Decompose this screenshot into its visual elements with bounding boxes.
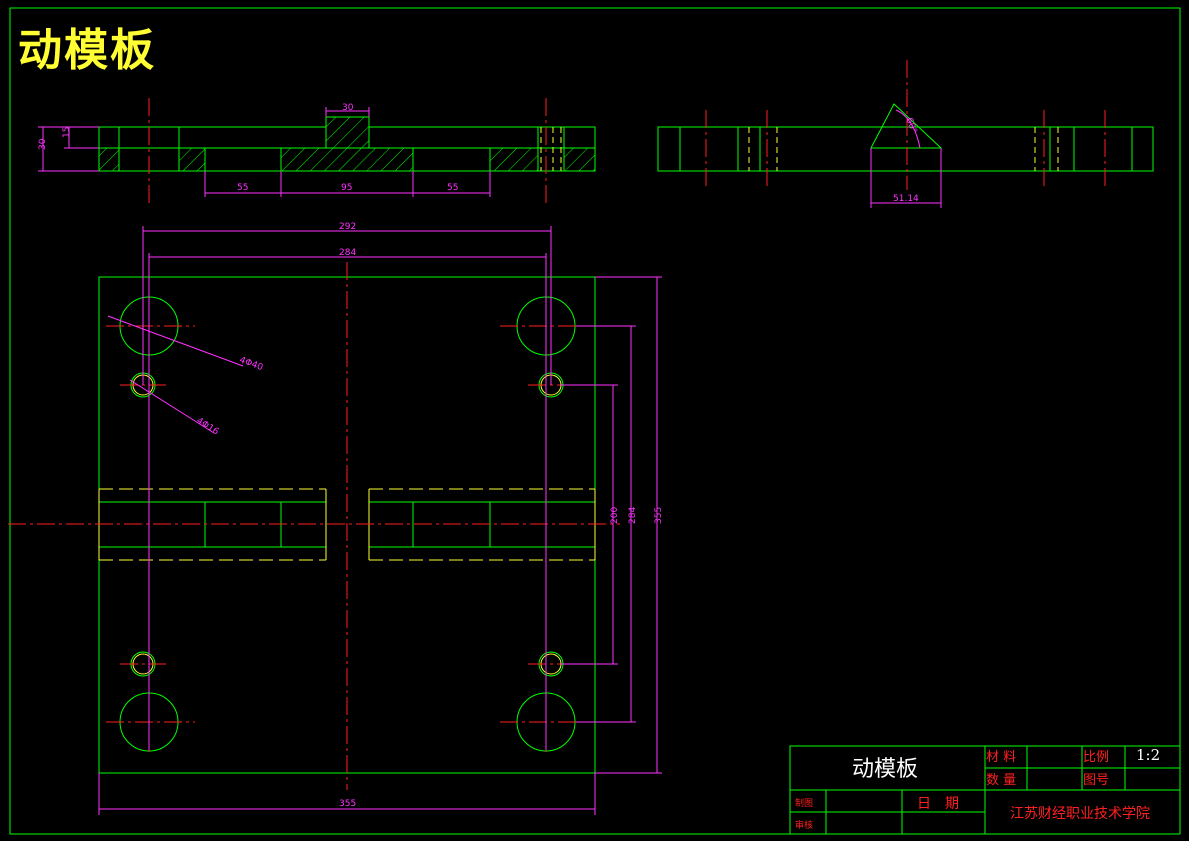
dim-side-width: 51.14	[893, 194, 919, 204]
dim-seg-right: 55	[447, 183, 458, 193]
dim-hole-large: 4Φ40	[238, 355, 264, 373]
side-dimensions	[870, 109, 942, 208]
dim-seg-left: 55	[237, 183, 248, 193]
dim-v-outer: 355	[654, 507, 664, 524]
front-centerlines	[148, 98, 547, 205]
drawing-border	[9, 7, 1181, 835]
plan-centerlines	[8, 262, 620, 790]
tb-scale-label: 比例	[1083, 750, 1109, 765]
front-section-view	[98, 116, 596, 172]
dim-top-width: 30	[342, 103, 354, 113]
tb-drawing-no-label: 图号	[1083, 773, 1109, 788]
plan-slot-edges	[98, 488, 596, 561]
tb-date-label: 日 期	[917, 796, 959, 812]
dim-v-mid: 284	[628, 507, 638, 524]
tb-drafted-label: 制图	[795, 797, 813, 809]
tb-quantity-label: 数 量	[986, 773, 1016, 788]
plan-dimensions	[98, 226, 662, 815]
dim-v-inner: 200	[610, 507, 620, 524]
dim-h-outer: 355	[339, 799, 356, 809]
side-hidden-lines	[748, 127, 1059, 171]
tb-part-name: 动模板	[852, 757, 918, 782]
front-hidden-lines	[540, 127, 562, 171]
title-block	[789, 745, 1181, 835]
front-dimensions	[38, 107, 491, 197]
dim-height-step: 15	[62, 127, 72, 138]
drawing-title: 动模板	[18, 25, 156, 76]
dim-height-total: 30	[38, 138, 48, 150]
dim-pitch-inner: 284	[339, 248, 356, 258]
side-centerlines	[705, 60, 1106, 190]
side-view	[657, 103, 1154, 172]
dim-seg-mid: 95	[341, 183, 352, 193]
dim-pitch-outer: 292	[339, 222, 356, 232]
dim-side-angle: 60°	[903, 116, 918, 134]
dim-hole-small: 4Φ16	[194, 416, 220, 437]
tb-school: 江苏财经职业技术学院	[1010, 806, 1150, 822]
tb-reviewed-label: 审核	[795, 819, 813, 831]
tb-material-label: 材 料	[986, 750, 1016, 765]
tb-scale-value: 1:2	[1136, 746, 1160, 764]
